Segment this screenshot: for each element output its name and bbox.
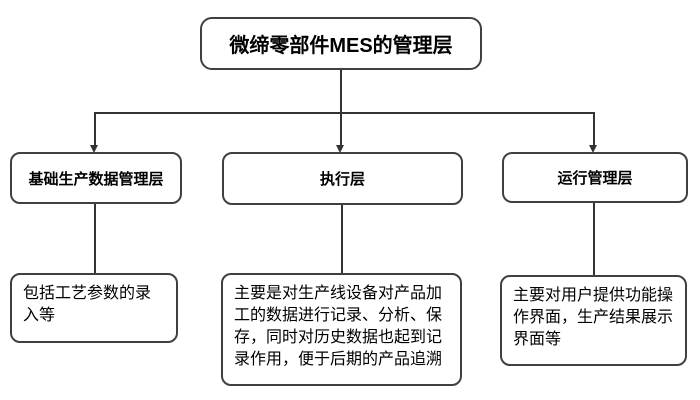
node-execution-description: 主要是对生产线设备对产品加工的数据进行记录、分析、保存，同时对历史数据也起到记录…	[221, 273, 462, 386]
node-execution-layer: 执行层	[222, 152, 463, 205]
arrowhead-down-center-icon	[336, 145, 344, 153]
connector-branch-left	[94, 112, 96, 146]
connector-title-to-exec	[340, 70, 342, 146]
node-basic-label: 基础生产数据管理层	[28, 170, 164, 188]
node-operation-management-layer: 运行管理层	[502, 152, 688, 203]
arrowhead-down-right-icon	[589, 145, 597, 153]
connector-branch-right	[593, 112, 595, 146]
connector-branch-horizontal	[94, 112, 594, 114]
arrowhead-down-left-icon	[90, 145, 98, 153]
connector-base-to-desc	[94, 204, 96, 273]
node-operation-label: 运行管理层	[557, 170, 633, 187]
node-title-label: 微缔零部件MES的管理层	[229, 35, 453, 57]
connector-exec-to-desc	[341, 204, 343, 273]
node-basic-description-text: 包括工艺参数的录入等	[23, 285, 152, 324]
node-basic-production-data-layer: 基础生产数据管理层	[10, 152, 182, 204]
node-operation-description-text: 主要对用户提供功能操作界面，生产结果展示界面等	[513, 287, 674, 348]
node-basic-description: 包括工艺参数的录入等	[10, 273, 178, 343]
node-operation-description: 主要对用户提供功能操作界面，生产结果展示界面等	[500, 275, 687, 366]
node-title: 微缔零部件MES的管理层	[200, 17, 482, 70]
node-execution-label: 执行层	[319, 171, 365, 188]
connector-run-to-desc	[593, 203, 595, 275]
node-execution-description-text: 主要是对生产线设备对产品加工的数据进行记录、分析、保存，同时对历史数据也起到记录…	[234, 285, 443, 368]
